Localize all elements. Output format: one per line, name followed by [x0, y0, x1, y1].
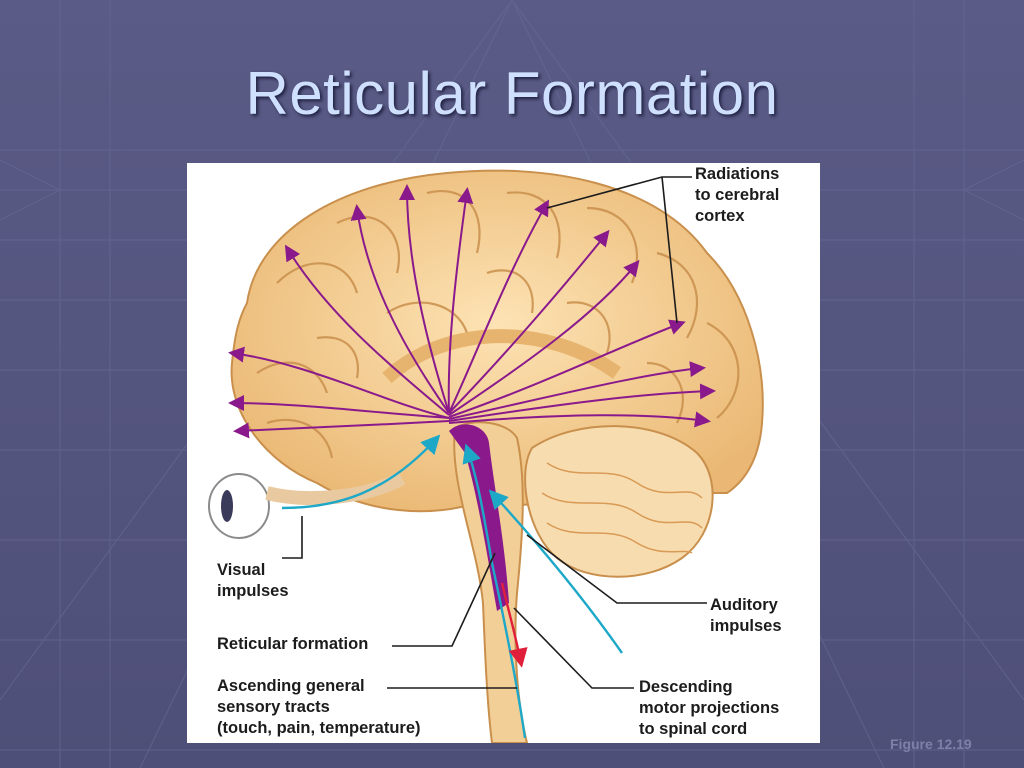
- label-auditory: Auditory impulses: [710, 596, 782, 635]
- label-reticular-formation: Reticular formation: [217, 635, 369, 653]
- label-descending: Descending motor projections to spinal c…: [639, 678, 780, 738]
- auditory-impulse-path: [488, 489, 623, 654]
- corpus-callosum: [382, 329, 622, 384]
- ascending-sensory-path: [462, 443, 527, 739]
- slide-title: Reticular Formation: [245, 60, 779, 127]
- label-visual: Visual impulses: [217, 561, 289, 600]
- reticular-core: [449, 424, 509, 611]
- cerebellum: [524, 425, 714, 578]
- radiation-arrows: [228, 184, 716, 439]
- label-radiations: Radiations to cerebral cortex: [695, 165, 780, 225]
- brain-figure: Radiations to cerebral cortex Visual imp…: [187, 163, 820, 743]
- figure-reference: Figure 12.19: [890, 736, 972, 752]
- brain-illustration: [208, 169, 764, 743]
- cerebellum-folia: [541, 462, 703, 554]
- visual-impulse-path: [281, 434, 441, 510]
- eye: [208, 471, 406, 539]
- label-ascending: Ascending general sensory tracts (touch,…: [217, 677, 421, 737]
- descending-motor-path: [500, 582, 528, 668]
- leader-lines: [282, 176, 707, 689]
